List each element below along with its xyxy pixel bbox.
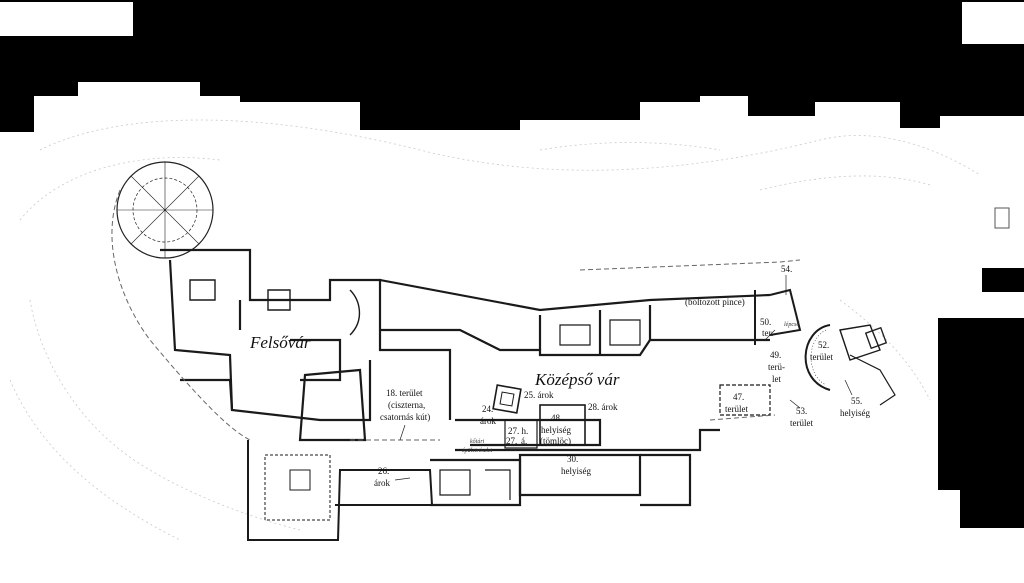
room-48-label-line2: helyiség (541, 425, 571, 435)
area-18-label-line2: (ciszterna, (388, 400, 425, 410)
upper-castle-walls (160, 248, 452, 442)
area-52-label-line2: terület (810, 352, 833, 362)
tower-detail-label-line2: épületrészlet (462, 448, 493, 454)
ditch-26-label-line2: árok (374, 478, 390, 488)
room-27-label-line1: 27. h. (508, 426, 528, 436)
area-47-label-line1: 47. (733, 392, 744, 402)
area-52-semicircle (804, 324, 831, 391)
room-27-label-line2: 27. (506, 436, 517, 446)
room-55-label-line1: 55. (851, 396, 862, 406)
tower-detail-label-line1: kőtári (470, 438, 485, 445)
room-30-label-line2: helyiség (561, 466, 591, 476)
area-53-label-line1: 53. (796, 406, 807, 416)
ditch-28-label: 28. árok (588, 402, 618, 412)
leader-lines (394, 275, 853, 481)
area-18-label-line3: csatornás kút) (380, 412, 430, 422)
paper-scrap-left (0, 2, 133, 36)
n54-label: 54. (781, 264, 792, 274)
ditch-24-label-line2: árok (480, 416, 496, 426)
room-48-label-line3: (tömlöc) (540, 436, 571, 446)
upper-castle-label: Felsővár (249, 333, 311, 352)
room-55-label-line2: helyiség (840, 408, 870, 418)
round-tower (116, 161, 214, 259)
stairs-label: lépcső (784, 321, 800, 328)
vaulted-cellar-label: (boltozott pince) (685, 297, 745, 307)
area-47-label-line2: terület (725, 404, 748, 414)
ditch-25-feature (492, 384, 522, 414)
area-53-label-line2: terület (790, 418, 813, 428)
middle-castle-label: Középső vár (534, 370, 620, 389)
area-52-label-line1: 52. (818, 340, 829, 350)
ditch-24-label-line1: 24. (482, 404, 493, 414)
area-49-label-line3: let (772, 374, 781, 384)
ditch-25-label: 25. árok (524, 390, 554, 400)
paper-scrap-right (962, 2, 1024, 44)
east-square-1 (994, 207, 1010, 229)
ter-50-label-line1: 50. (760, 317, 771, 327)
topography-lines (9, 119, 981, 541)
outer-wall-traces (111, 189, 801, 441)
ter-50-label-line2: ter. (762, 328, 773, 338)
room-30-label-line1: 30. (567, 454, 578, 464)
area-49-label-line2: terü- (768, 362, 785, 372)
plan-paper (0, 82, 1024, 583)
east-square-2 (864, 326, 888, 350)
room-48-box (539, 404, 586, 446)
ditch-26-label-line1: 26. (378, 466, 389, 476)
area-49-label-line1: 49. (770, 350, 781, 360)
area-18-label-line1: 18. terület (386, 388, 423, 398)
room-27-label-line3: á. (521, 436, 527, 446)
room-27-box (504, 419, 538, 449)
room-48-label-line1: 48. (551, 413, 562, 423)
